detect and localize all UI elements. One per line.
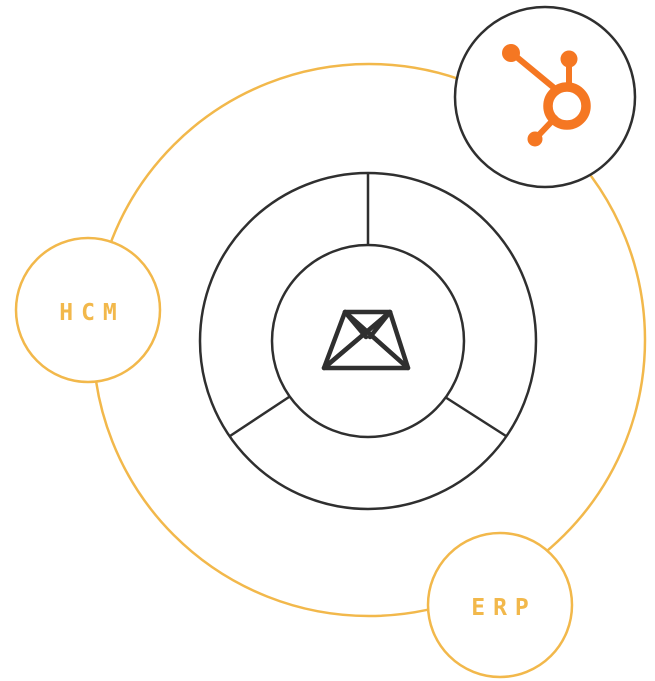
hubspot-node[interactable] [453,5,637,189]
center-hub [198,171,538,511]
hubspot-node-ring [453,5,637,189]
segment-divider-left [229,395,290,438]
segment-divider-right [444,395,507,438]
hubspot-sprocket-icon [502,44,591,147]
center-inner-ring [270,243,466,439]
erp-node[interactable]: ERP [426,531,574,679]
erp-node-ring [426,531,574,679]
erp-label: ERP [471,595,537,621]
bowtie-logo-icon [321,309,411,371]
hcm-node[interactable]: HCM [14,236,162,384]
hcm-label: HCM [59,300,125,326]
hcm-node-ring [14,236,162,384]
